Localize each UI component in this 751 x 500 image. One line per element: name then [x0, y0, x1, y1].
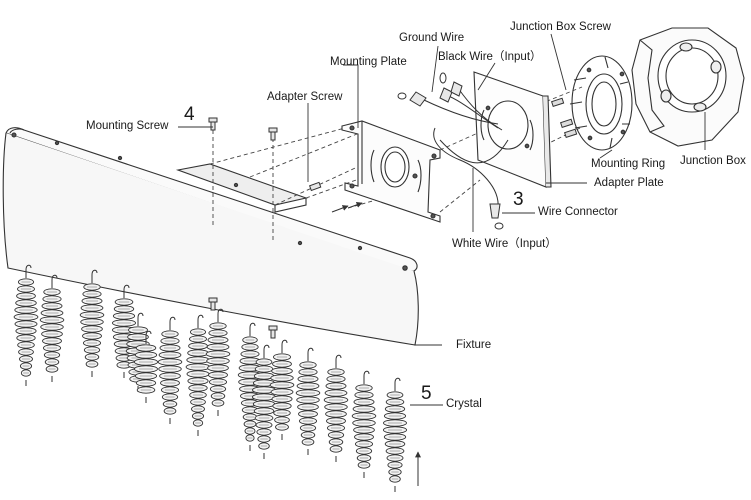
step-number-5: 5	[421, 383, 432, 404]
mounting-screws	[208, 117, 278, 339]
crystal-strands	[13, 264, 408, 492]
crystal-strand	[39, 274, 65, 382]
crystal-strand	[269, 339, 295, 440]
crystal-strand	[295, 347, 321, 455]
step-number-3: 3	[513, 189, 524, 210]
wire-connectors	[397, 72, 504, 230]
crystal-strand	[351, 370, 377, 478]
label-black-wire: Black Wire（Input）	[438, 51, 542, 63]
crystal-strand	[185, 314, 211, 436]
label-junction-box-screw: Junction Box Screw	[510, 21, 611, 33]
label-crystal: Crystal	[446, 398, 482, 410]
label-wire-connector: Wire Connector	[538, 206, 618, 218]
crystal-strand	[251, 344, 277, 459]
label-junction-box: Junction Box	[680, 155, 746, 167]
fixture-body	[2, 127, 419, 346]
junction-box	[631, 27, 745, 147]
crystal-strand	[133, 330, 159, 403]
adapter-screw	[308, 181, 322, 192]
junction-box-screws	[550, 97, 578, 139]
label-adapter-screw: Adapter Screw	[267, 91, 343, 103]
wires	[423, 87, 509, 209]
label-ground-wire: Ground Wire	[399, 32, 465, 44]
leader-lines	[178, 33, 706, 406]
label-mounting-screw: Mounting Screw	[86, 120, 169, 132]
crystal-strand	[157, 316, 183, 424]
crystal-strand	[13, 264, 39, 386]
mounting-plate	[341, 120, 441, 223]
label-mounting-ring: Mounting Ring	[591, 158, 666, 170]
label-mounting-plate: Mounting Plate	[330, 56, 407, 68]
adapter-plate	[473, 71, 552, 188]
mounting-ring	[569, 55, 633, 151]
crystal-strand	[382, 377, 408, 492]
crystal-strand	[323, 354, 349, 462]
label-white-wire: White Wire（Input）	[452, 238, 557, 250]
crystal-strand	[205, 308, 231, 416]
label-fixture: Fixture	[456, 339, 492, 351]
label-adapter-plate: Adapter Plate	[594, 177, 664, 189]
step-number-4: 4	[184, 104, 195, 125]
arrow-indicators	[331, 201, 363, 213]
crystal-strand	[79, 269, 105, 377]
